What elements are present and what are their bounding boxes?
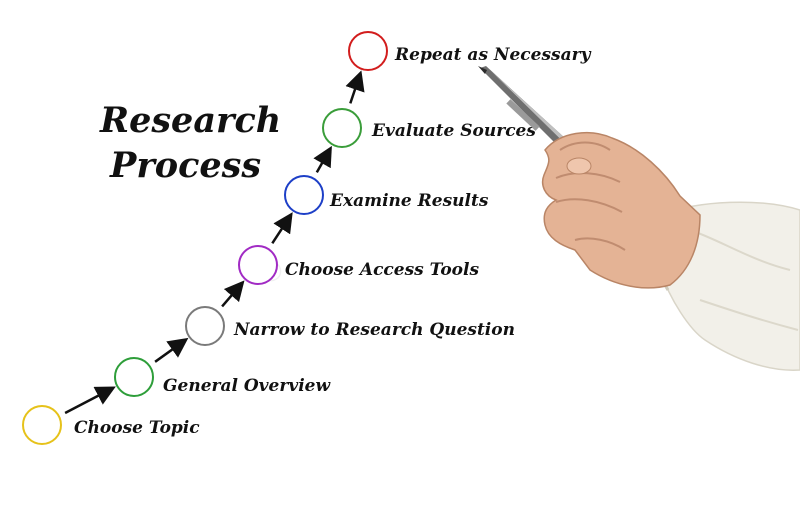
step-arrow [271, 212, 293, 244]
step-arrow [64, 386, 116, 415]
step-label-examine-results: Examine Results [330, 191, 489, 211]
step-circle-choose-topic [22, 405, 62, 445]
step-circle-examine-results [284, 175, 324, 215]
step-label-access-tools: Choose Access Tools [285, 260, 480, 280]
step-circle-evaluate-sources [322, 108, 362, 148]
step-circle-general-overview [114, 357, 154, 397]
step-label-narrow-question: Narrow to Research Question [234, 320, 515, 340]
title-line-1: Research [100, 100, 282, 141]
step-arrow [313, 145, 332, 174]
step-arrow [345, 70, 365, 104]
step-arrow [221, 280, 245, 308]
title-line-2: Process [110, 145, 262, 186]
step-circle-narrow-question [185, 306, 225, 346]
step-label-repeat: Repeat as Necessary [395, 45, 591, 65]
step-label-evaluate-sources: Evaluate Sources [372, 121, 536, 141]
step-label-general-overview: General Overview [163, 376, 331, 396]
step-label-choose-topic: Choose Topic [74, 418, 200, 438]
hand-shape [541, 131, 701, 289]
step-circle-repeat [348, 31, 388, 71]
step-circle-access-tools [238, 245, 278, 285]
step-arrow [154, 337, 189, 363]
